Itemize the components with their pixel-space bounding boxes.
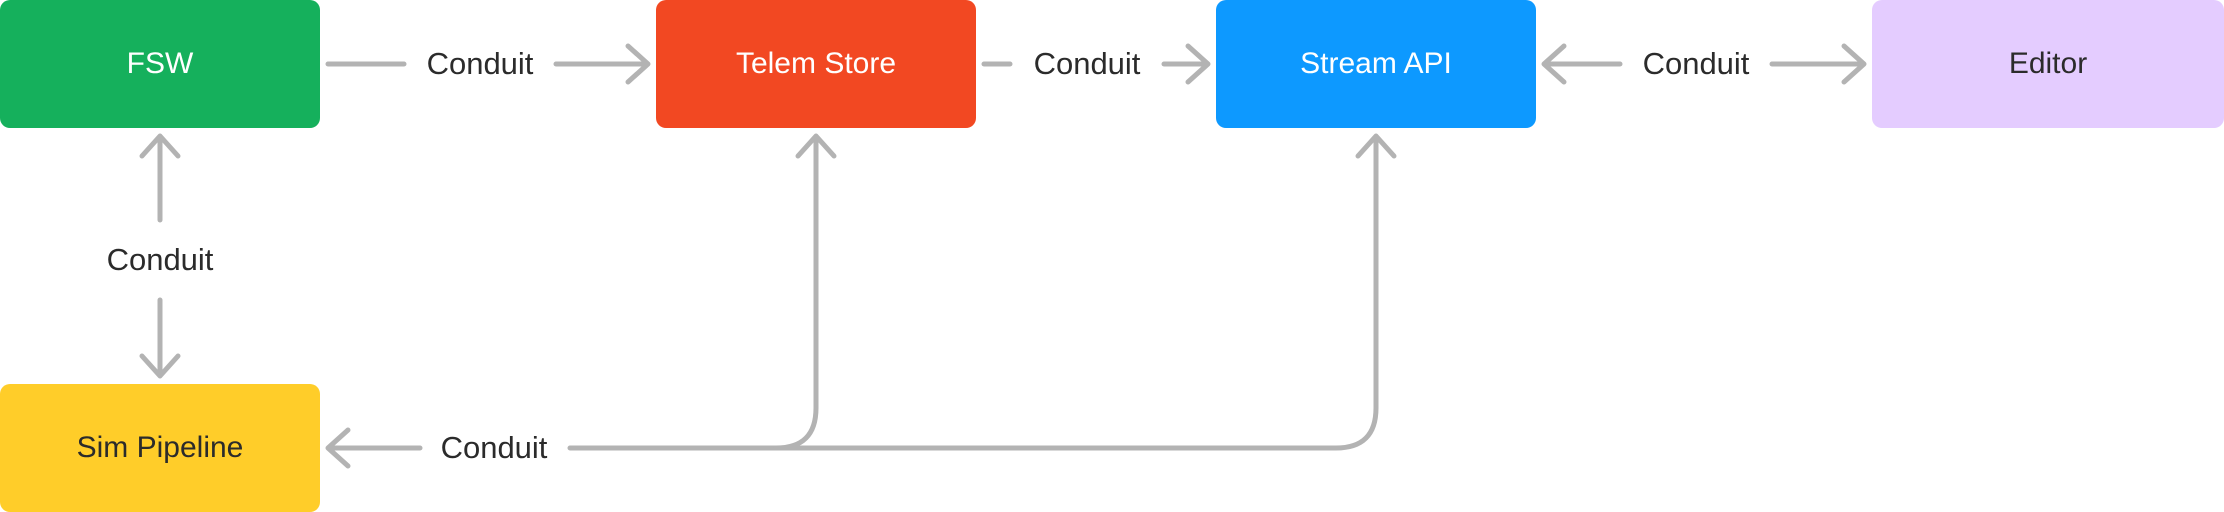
node-fsw[interactable]: FSW xyxy=(0,0,320,128)
edge-label-sim-bus: Conduit xyxy=(440,428,548,468)
arrowhead-to-stream-bottom xyxy=(1355,133,1397,159)
edge-bus-stream-line xyxy=(773,134,1379,451)
node-fsw-label: FSW xyxy=(126,47,194,80)
edge-label-fsw-telem: Conduit xyxy=(426,44,534,84)
edge-label-telem-stream: Conduit xyxy=(1033,44,1141,84)
node-editor[interactable]: Editor xyxy=(1872,0,2224,128)
arrowhead-to-editor xyxy=(1841,43,1867,85)
node-telem-store-label: Telem Store xyxy=(735,47,897,80)
node-stream-api-label: Stream API xyxy=(1300,47,1452,80)
node-stream-api[interactable]: Stream API xyxy=(1216,0,1536,128)
node-telem-store[interactable]: Telem Store xyxy=(656,0,976,128)
node-editor-label: Editor xyxy=(2008,47,2088,80)
arrowhead-to-telem xyxy=(625,43,651,85)
node-sim-pipeline[interactable]: Sim Pipeline xyxy=(0,384,320,512)
arrowhead-to-sim xyxy=(325,427,351,469)
edge-label-stream-editor: Conduit xyxy=(1642,44,1750,84)
arrowhead-to-fsw xyxy=(139,133,181,159)
node-sim-pipeline-label: Sim Pipeline xyxy=(76,431,244,464)
arrowhead-to-stream-from-editor xyxy=(1541,43,1567,85)
edge-bus-telem-line xyxy=(567,134,819,451)
arrowhead-to-telem-bottom xyxy=(795,133,837,159)
arrowhead-to-sim-vertical xyxy=(139,353,181,379)
arrowhead-to-stream xyxy=(1185,43,1211,85)
edge-label-fsw-sim: Conduit xyxy=(106,240,214,280)
